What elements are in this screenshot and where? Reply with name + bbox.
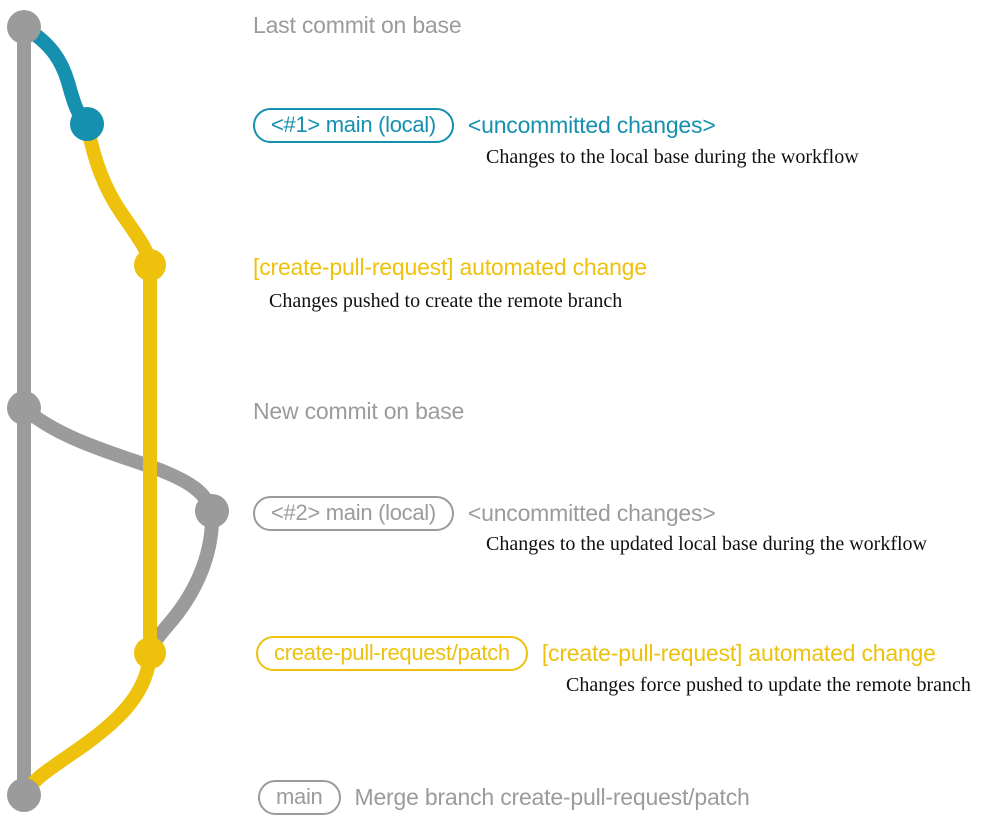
row-local-commit-1: <#1> main (local) <uncommitted changes> — [253, 108, 716, 143]
branch-pill-local-1[interactable]: <#1> main (local) — [253, 108, 454, 143]
row-new-commit-on-base: New commit on base — [253, 398, 465, 424]
headline-local-1: <uncommitted changes> — [467, 112, 716, 138]
branch-pill-local-2[interactable]: <#2> main (local) — [253, 496, 454, 531]
branch-pill-main[interactable]: main — [258, 780, 341, 815]
row-merge-commit: main Merge branch create-pull-request/pa… — [258, 780, 750, 815]
description-automated-change-2: Changes force pushed to update the remot… — [566, 674, 971, 696]
branch-pill-create-pull-request-patch[interactable]: create-pull-request/patch — [256, 636, 528, 671]
headline-automated-change-1: [create-pull-request] automated change — [253, 254, 647, 280]
description-local-1: Changes to the local base during the wor… — [486, 146, 859, 168]
headline-local-2: <uncommitted changes> — [467, 500, 716, 526]
description-local-2: Changes to the updated local base during… — [486, 533, 927, 555]
row-last-commit-on-base: Last commit on base — [253, 12, 462, 38]
row-local-commit-2: <#2> main (local) <uncommitted changes> — [253, 496, 716, 531]
headline-merge: Merge branch create-pull-request/patch — [354, 784, 750, 810]
row-automated-change-2: create-pull-request/patch [create-pull-r… — [256, 636, 936, 671]
description-automated-change-1: Changes pushed to create the remote bran… — [269, 290, 623, 312]
headline-automated-change-2: [create-pull-request] automated change — [541, 640, 936, 666]
